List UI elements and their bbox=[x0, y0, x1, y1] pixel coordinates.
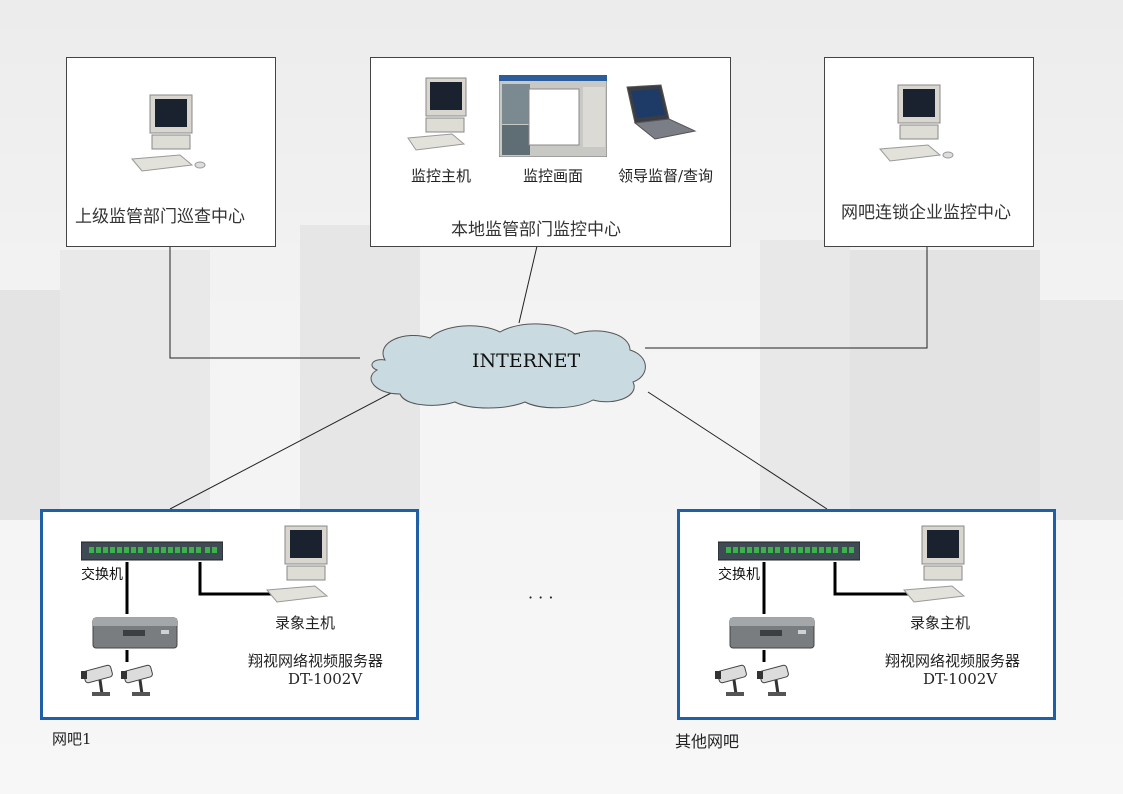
site-name-label: 网吧1 bbox=[52, 730, 92, 748]
video-server-label: 翔视网络视频服务器 bbox=[885, 652, 1021, 670]
desktop-computer-icon bbox=[266, 525, 329, 603]
monitoring-screen-icon bbox=[499, 75, 607, 157]
cable-lines bbox=[762, 562, 920, 662]
video-server-icon bbox=[92, 617, 178, 649]
site-name-label: 其他网吧 bbox=[675, 732, 740, 751]
background-building bbox=[0, 290, 70, 520]
upper-center-label: 上级监管部门巡查中心 bbox=[75, 207, 245, 227]
video-server-model: DT-1002V bbox=[923, 670, 998, 688]
recorder-host-label: 录象主机 bbox=[275, 614, 336, 632]
monitor-screen-label: 监控画面 bbox=[523, 167, 584, 185]
security-camera-icon bbox=[81, 664, 113, 696]
security-camera-icon bbox=[121, 664, 153, 696]
security-camera-icon bbox=[757, 664, 789, 696]
switch-label: 交换机 bbox=[718, 567, 760, 583]
background-building bbox=[760, 240, 850, 520]
network-switch-icon bbox=[81, 541, 223, 561]
internet-label: INTERNET bbox=[472, 350, 581, 372]
cloud-icon bbox=[370, 323, 646, 409]
site-box-other-internet-cafe: 交换机 录象主机 翔视网络视频服务器 DT-1002V bbox=[677, 509, 1056, 720]
video-server-label: 翔视网络视频服务器 bbox=[248, 652, 384, 670]
video-server-icon bbox=[729, 617, 815, 649]
leader-supervision-label: 领导监督/查询 bbox=[618, 167, 714, 185]
recorder-host-label: 录象主机 bbox=[910, 614, 971, 632]
desktop-computer-icon bbox=[131, 94, 206, 172]
security-camera-icon bbox=[715, 664, 747, 696]
laptop-icon bbox=[626, 84, 697, 140]
more-sites-ellipsis: · · · bbox=[528, 588, 554, 607]
background-building bbox=[1040, 300, 1123, 520]
cable-lines bbox=[125, 562, 283, 662]
network-switch-icon bbox=[718, 541, 860, 561]
site-box-internet-cafe-1: 交换机 录象主机 翔视网络视频服务器 DT-1002V bbox=[40, 509, 419, 720]
local-center-label: 本地监管部门监控中心 bbox=[451, 220, 621, 240]
desktop-computer-icon bbox=[879, 84, 954, 162]
switch-label: 交换机 bbox=[81, 567, 123, 583]
background-building bbox=[60, 250, 210, 530]
desktop-computer-icon bbox=[903, 525, 966, 603]
upper-inspection-center-box: 上级监管部门巡查中心 bbox=[66, 57, 276, 247]
chain-enterprise-center-box: 网吧连锁企业监控中心 bbox=[824, 57, 1034, 247]
background-building bbox=[850, 250, 1040, 520]
chain-center-label: 网吧连锁企业监控中心 bbox=[841, 203, 1011, 223]
monitor-host-label: 监控主机 bbox=[411, 167, 472, 185]
video-server-model: DT-1002V bbox=[288, 670, 363, 688]
desktop-computer-icon bbox=[407, 77, 467, 151]
local-monitoring-center-box: 监控主机 监控画面 领导监督/查询 本地监管部门监控中心 bbox=[370, 57, 731, 247]
